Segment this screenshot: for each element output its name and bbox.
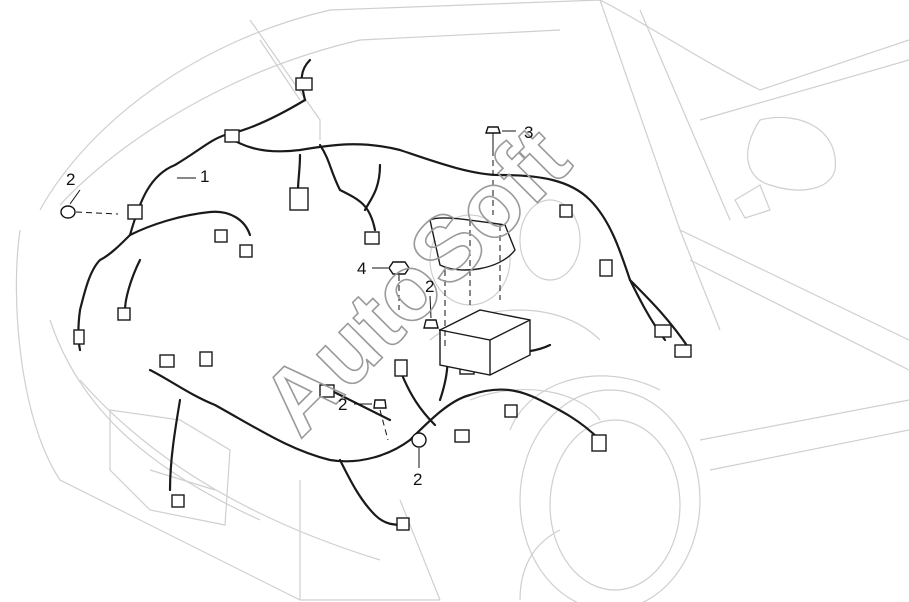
harness-clip-icon: [224, 129, 240, 143]
vehicle-body-outline: [15, 0, 909, 602]
harness-clip-icon: [599, 259, 613, 277]
harness-clip-icon: [654, 324, 672, 338]
harness-clip-icon: [295, 77, 313, 91]
harness-clip-icon: [591, 434, 607, 452]
callout-2: 2: [66, 170, 75, 189]
harness-clip-icon: [171, 494, 185, 508]
fasteners: [60, 126, 516, 468]
harness-clip-icon: [454, 429, 470, 443]
harness-clip-icon: [504, 404, 518, 418]
callout-1: 1: [200, 167, 209, 186]
harness-clip-icon: [559, 204, 573, 218]
callout-2: 2: [338, 395, 347, 414]
harness-clip-icon: [117, 307, 131, 321]
harness-clip-icon: [674, 344, 692, 358]
harness-clip-icon: [127, 204, 143, 220]
harness-clip-icon: [289, 187, 309, 211]
callout-4: 4: [357, 259, 366, 278]
clip-icon: [423, 295, 439, 329]
harness-clip-icon: [159, 354, 175, 368]
harness-clip-icon: [199, 351, 213, 367]
harness-clip-icon: [73, 329, 85, 345]
callout-3: 3: [524, 123, 533, 142]
callouts: 1 2 2 2 2 3 4: [66, 123, 533, 489]
clip-icon: [411, 432, 427, 468]
bolt-icon: [485, 126, 516, 215]
harness-clip-icon: [214, 229, 228, 243]
harness-clip-icon: [364, 231, 380, 245]
harness-clip-icon: [396, 517, 410, 531]
clip-icon: [60, 189, 119, 219]
harness-clip-icon: [319, 384, 335, 398]
harness-connectors: [73, 77, 692, 531]
clip-icon: [354, 399, 389, 441]
callout-2: 2: [413, 470, 422, 489]
callout-2: 2: [425, 277, 434, 296]
nut-icon: [372, 261, 410, 310]
fuse-relay-box: [429, 217, 531, 376]
harness-clip-icon: [394, 359, 408, 377]
harness-clip-icon: [239, 244, 253, 258]
